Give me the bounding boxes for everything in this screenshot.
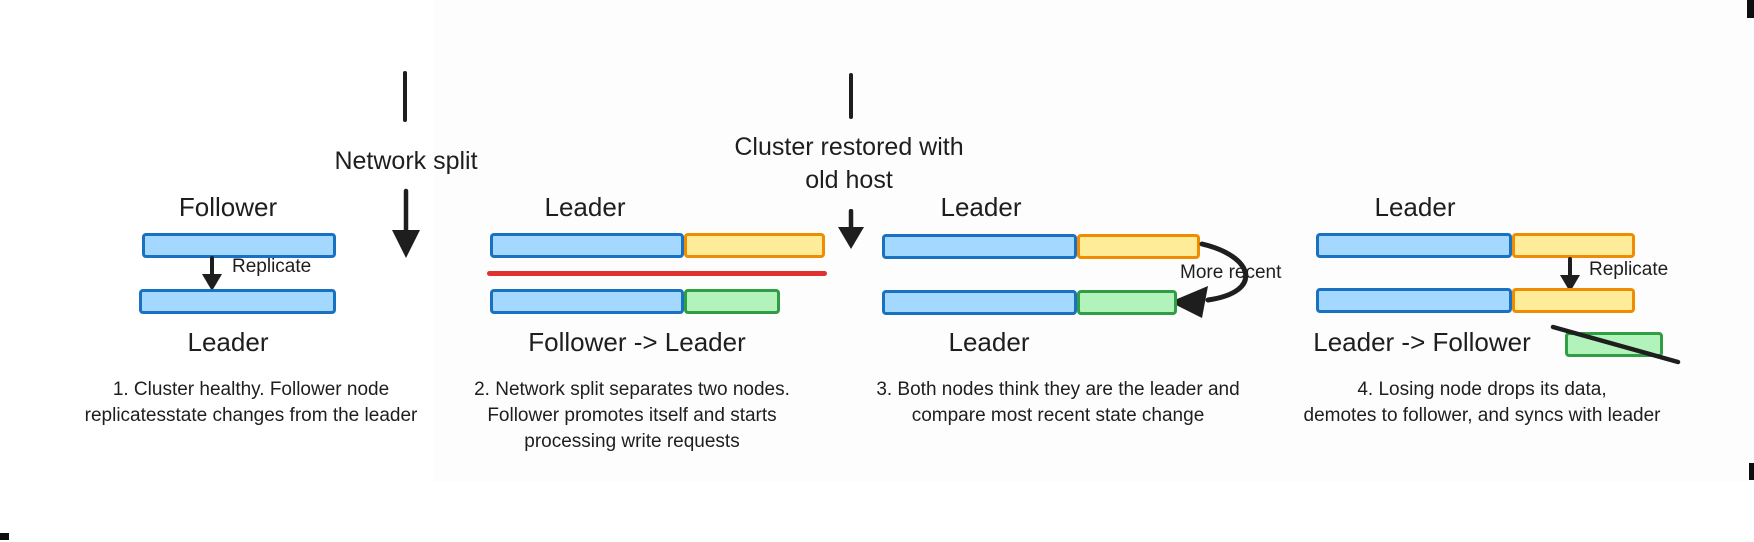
cluster-restored-label: Cluster restored with old host — [734, 133, 964, 194]
state-segment-blue — [139, 289, 336, 314]
state-segment-green — [1077, 290, 1177, 315]
state-segment-blue — [882, 234, 1077, 259]
panel4-arrow-label: Replicate — [1589, 259, 1669, 280]
state-segment-blue — [490, 233, 684, 258]
panel3-top-label: Leader — [940, 192, 1022, 222]
partition-red-line — [487, 271, 827, 276]
cluster-restored-arrow-icon — [831, 209, 871, 251]
network-split-arrow-icon — [386, 188, 426, 260]
state-segment-blue — [1316, 288, 1512, 313]
edge-artifact — [1747, 0, 1754, 18]
more-recent-label: More recent — [1180, 262, 1282, 283]
panel4-caption: 4. Losing node drops its data, demotes t… — [1303, 379, 1661, 426]
panel4-bottom-bar — [1316, 288, 1635, 313]
edge-artifact — [0, 533, 9, 540]
state-segment-blue — [1316, 233, 1512, 258]
panel1-bottom-label: Leader — [187, 327, 269, 357]
state-segment-yellow — [1512, 233, 1635, 258]
replicate-down-arrow-icon — [1555, 257, 1585, 293]
panel2-top-label: Leader — [544, 192, 626, 222]
state-segment-blue — [490, 289, 684, 314]
panel1-bottom-bar — [139, 289, 336, 314]
state-segment-yellow — [684, 233, 825, 258]
panel1-arrow-label: Replicate — [232, 256, 312, 277]
state-segment-blue — [882, 290, 1077, 315]
panel4-bottom-label: Leader -> Follower — [1313, 327, 1531, 357]
edge-artifact — [1749, 463, 1754, 480]
replicate-down-arrow-icon — [197, 256, 227, 292]
panel1-top-label: Follower — [178, 192, 278, 222]
cluster-restored-line — [849, 73, 853, 119]
panel3-top-bar — [882, 234, 1200, 259]
more-recent-curved-arrow-icon — [1150, 234, 1282, 322]
strike-line-icon — [1545, 318, 1690, 373]
state-segment-blue — [142, 233, 336, 258]
network-split-line — [403, 71, 407, 122]
panel2-bottom-bar — [490, 289, 780, 314]
panel2-top-bar — [490, 233, 825, 258]
panel4-top-label: Leader — [1374, 192, 1456, 222]
state-segment-yellow — [1077, 234, 1200, 259]
network-split-label: Network split — [334, 147, 478, 175]
panel2-bottom-label: Follower -> Leader — [528, 327, 746, 357]
state-segment-green — [684, 289, 780, 314]
panel3-bottom-label: Leader — [948, 327, 1030, 357]
panel3-bottom-bar — [882, 290, 1177, 315]
state-segment-yellow — [1512, 288, 1635, 313]
panel3-caption: 3. Both nodes think they are the leader … — [876, 379, 1240, 426]
panel1-caption: 1. Cluster healthy. Follower node replic… — [84, 379, 418, 426]
panel4-top-bar — [1316, 233, 1635, 258]
panel2-caption: 2. Network split separates two nodes. Fo… — [474, 379, 790, 452]
panel1-top-bar — [142, 233, 336, 258]
